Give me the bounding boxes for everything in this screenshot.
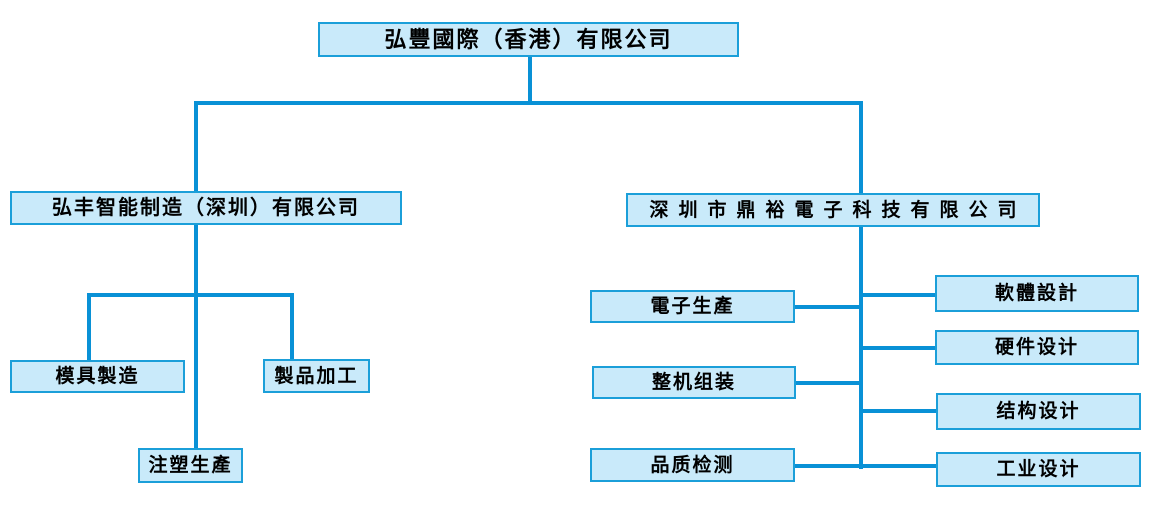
node-hongfeng-hk: 弘豐國際（香港）有限公司 <box>318 22 739 57</box>
node-hongfeng-shenzhen-label: 弘丰智能制造（深圳）有限公司 <box>52 197 360 219</box>
connector-structure <box>861 409 936 413</box>
node-quality-inspection: 品质检测 <box>590 448 795 482</box>
node-machine-assembly-label: 整机组装 <box>651 372 736 393</box>
connector-left-branch-horizontal <box>87 293 294 297</box>
connector-to-mold <box>87 293 91 360</box>
connector-quality-industrial <box>795 464 936 468</box>
node-structure-design: 结构设计 <box>936 393 1141 430</box>
node-product-processing: 製品加工 <box>263 359 370 393</box>
connector-assembly <box>796 381 861 385</box>
node-software-design: 軟體設計 <box>935 275 1139 312</box>
node-mold-manufacturing: 模具製造 <box>10 360 185 393</box>
node-hardware-design-label: 硬件设计 <box>994 337 1079 358</box>
node-mold-manufacturing-label: 模具製造 <box>55 366 140 387</box>
node-dingyu-electronics: 深圳市鼎裕電子科技有限公司 <box>626 193 1040 227</box>
connector-left-trunk <box>194 101 198 448</box>
node-injection-production-label: 注塑生產 <box>148 455 233 476</box>
node-dingyu-electronics-label: 深圳市鼎裕電子科技有限公司 <box>649 199 1027 221</box>
node-hongfeng-hk-label: 弘豐國際（香港）有限公司 <box>384 26 673 52</box>
node-hongfeng-shenzhen: 弘丰智能制造（深圳）有限公司 <box>10 191 402 225</box>
connector-root-down <box>528 57 532 103</box>
node-industrial-design-label: 工业设计 <box>996 459 1081 480</box>
connector-hardware <box>861 346 935 350</box>
connector-electronics <box>795 305 861 309</box>
node-industrial-design: 工业设计 <box>936 452 1141 487</box>
connector-main-horizontal <box>194 101 863 105</box>
node-product-processing-label: 製品加工 <box>274 365 359 387</box>
connector-software <box>861 293 935 297</box>
node-structure-design-label: 结构设计 <box>996 401 1081 422</box>
node-machine-assembly: 整机组装 <box>592 366 796 399</box>
node-electronics-production-label: 電子生產 <box>650 296 735 317</box>
node-electronics-production: 電子生產 <box>590 290 795 323</box>
node-software-design-label: 軟體設計 <box>994 283 1079 304</box>
node-hardware-design: 硬件设计 <box>935 330 1139 365</box>
connector-to-product <box>290 293 294 359</box>
connector-right-trunk <box>859 101 863 469</box>
node-quality-inspection-label: 品质检测 <box>650 454 735 476</box>
node-injection-production: 注塑生產 <box>138 448 243 483</box>
